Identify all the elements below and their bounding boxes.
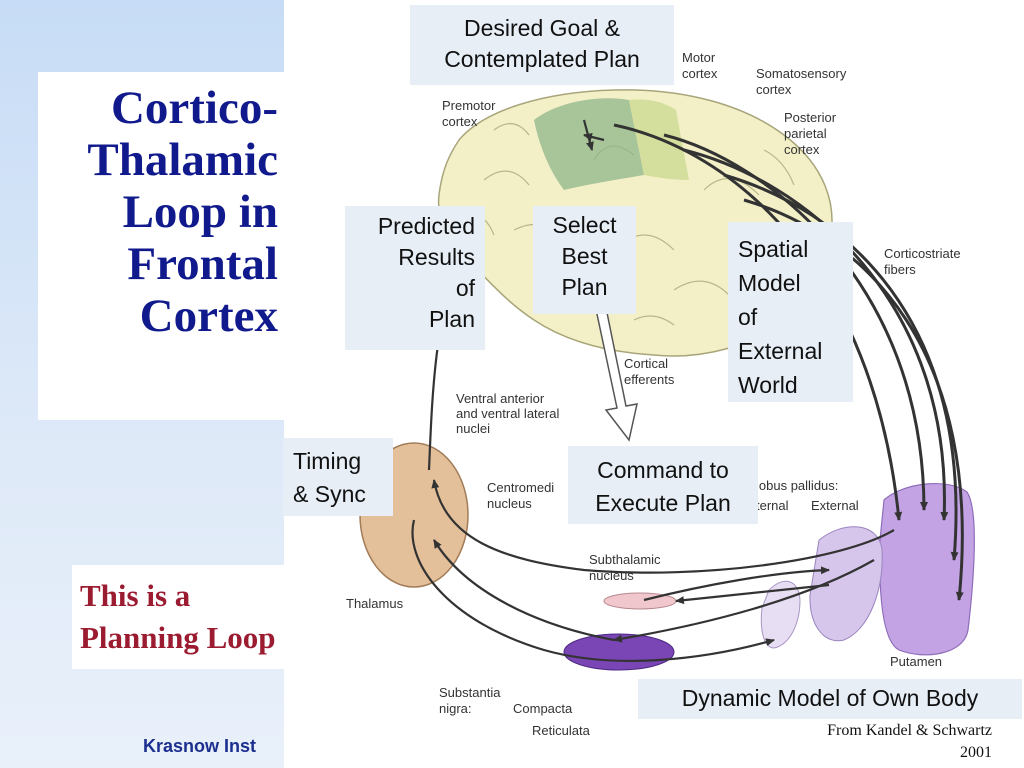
reticulata-label: Reticulata <box>532 723 591 738</box>
credit-line: 2001 <box>960 744 992 761</box>
label-text: Centromedi <box>487 480 554 495</box>
title-line: Cortico- <box>110 82 278 134</box>
callout-line: of <box>738 304 758 330</box>
globus-pallidus-label: lobus pallidus: <box>756 478 838 493</box>
globus-pallidus-external <box>809 526 883 642</box>
centromedian-label: Centromedi nucleus <box>487 480 554 511</box>
spatial-model-callout: Spatial Model of External World <box>728 222 853 402</box>
callout-line: Results <box>398 244 475 270</box>
slide-title: Cortico- Thalamic Loop in Frontal Cortex <box>38 82 278 342</box>
label-text: Ventral anterior <box>456 391 545 406</box>
corticostriate-label: Corticostriate fibers <box>884 246 961 277</box>
callout-line: Best <box>561 243 608 269</box>
label-text: Motor <box>682 50 716 65</box>
planning-loop-box: This is a Planning Loop <box>72 565 342 669</box>
label-text: nucleus <box>487 496 532 511</box>
cortical-efferents-arrow <box>593 297 638 442</box>
gp-external-label: External <box>811 498 859 513</box>
thalamus-label: Thalamus <box>346 596 404 611</box>
planning-line: This is a <box>80 578 191 613</box>
premotor-label: Premotor cortex <box>442 98 496 129</box>
callout-line: Desired Goal & <box>464 15 620 41</box>
planning-line: Planning Loop <box>80 620 276 655</box>
subthalamic-label: Subthalamic nucleus <box>589 552 661 583</box>
label-text: and ventral lateral <box>456 406 559 421</box>
title-line: Loop in <box>122 186 278 238</box>
callout-line: Plan <box>561 274 608 300</box>
label-text: efferents <box>624 372 675 387</box>
callout-line: External <box>738 338 823 364</box>
command-callout: Command to Execute Plan <box>568 446 758 524</box>
label-text: cortex <box>756 82 792 97</box>
label-text: Premotor <box>442 98 496 113</box>
callout-line: Predicted <box>377 213 475 239</box>
planning-loop-text: This is a Planning Loop <box>80 575 276 659</box>
callout-line: Execute Plan <box>595 490 731 516</box>
label-text: cortex <box>784 142 820 157</box>
putamen-label: Putamen <box>890 654 942 669</box>
callout-line: Plan <box>428 306 475 332</box>
title-line: Thalamic <box>87 134 278 186</box>
callout-line: Timing <box>293 448 362 474</box>
callout-line: Contemplated Plan <box>444 46 640 72</box>
ventral-nuclei-label: Ventral anterior and ventral lateral nuc… <box>456 391 559 436</box>
predicted-results-callout: Predicted Results of Plan <box>345 206 485 350</box>
posterior-parietal-label: Posterior parietal cortex <box>784 110 837 157</box>
callout-line: of <box>455 275 475 301</box>
compacta-label: Compacta <box>513 701 573 716</box>
institute-footer: Krasnow Inst <box>143 736 257 756</box>
title-line: Cortex <box>139 290 278 342</box>
timing-sync-callout: Timing & Sync <box>283 438 393 516</box>
motor-cortex-label: Motor cortex <box>682 50 718 81</box>
label-text: cortex <box>442 114 478 129</box>
label-text: nigra: <box>439 701 472 716</box>
callout-line: Dynamic Model of Own Body <box>681 685 979 711</box>
select-best-plan-callout: Select Best Plan <box>533 206 636 314</box>
label-text: Subthalamic <box>589 552 661 567</box>
cortical-efferents-label: Cortical efferents <box>624 356 675 387</box>
label-text: nuclei <box>456 421 490 436</box>
title-line: Frontal <box>127 238 278 290</box>
somatosensory-label: Somatosensory cortex <box>756 66 847 97</box>
callout-line: Command to <box>597 457 729 483</box>
label-text: parietal <box>784 126 827 141</box>
callout-line: Model <box>738 270 801 296</box>
callout-line: Select <box>552 212 617 238</box>
credit-line: From Kandel & Schwartz <box>827 722 992 739</box>
putamen-shape <box>879 482 975 656</box>
label-text: Posterior <box>784 110 837 125</box>
callout-line: Spatial <box>738 236 809 262</box>
label-text: cortex <box>682 66 718 81</box>
label-text: Substantia <box>439 685 501 700</box>
label-text: Somatosensory <box>756 66 847 81</box>
callout-line: & Sync <box>293 481 366 507</box>
desired-goal-callout: Desired Goal & Contemplated Plan <box>410 5 674 85</box>
label-text: Cortical <box>624 356 668 371</box>
dynamic-model-callout: Dynamic Model of Own Body <box>638 679 1022 719</box>
credit: From Kandel & Schwartz 2001 <box>770 720 992 764</box>
title-box: Cortico- Thalamic Loop in Frontal Cortex <box>38 72 286 420</box>
substantia-label: Substantia nigra: <box>439 685 501 716</box>
label-text: fibers <box>884 262 916 277</box>
label-text: Corticostriate <box>884 246 961 261</box>
callout-line: World <box>738 372 798 398</box>
gp-internal-label: ternal <box>756 498 789 513</box>
cortico-thalamic-diagram: Motor cortex Somatosensory cortex Premot… <box>346 50 975 738</box>
